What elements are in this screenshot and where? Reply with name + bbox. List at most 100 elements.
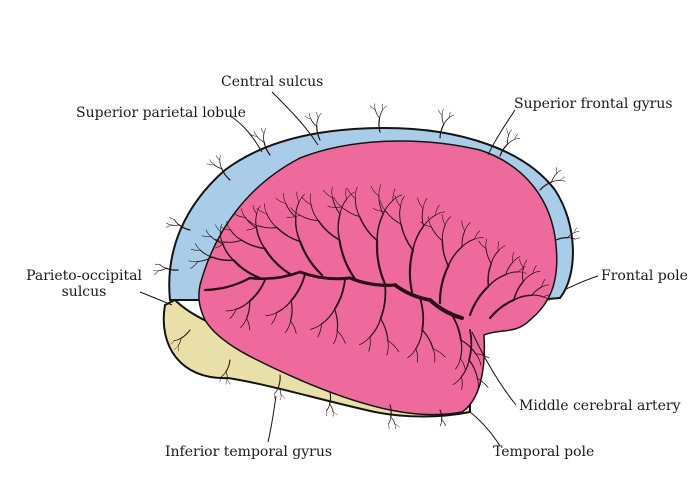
vessel-branch bbox=[460, 359, 470, 378]
vessel-branch bbox=[455, 358, 461, 370]
vessel-branch bbox=[531, 286, 543, 296]
vessel-branch bbox=[201, 235, 212, 238]
vessel-branch bbox=[346, 192, 355, 200]
vessel-branch bbox=[407, 348, 417, 359]
vessel-branch bbox=[190, 248, 201, 251]
label-frontal-pole: Frontal pole bbox=[601, 268, 688, 284]
vessel-branch bbox=[225, 379, 228, 385]
vessel-branch bbox=[551, 173, 557, 183]
label-pointer-lines bbox=[139, 91, 599, 447]
pointer-parieto-occipital-sulcus bbox=[139, 291, 173, 306]
middle-cerebral-artery-trunk bbox=[298, 270, 352, 281]
vessel-branch bbox=[441, 240, 450, 267]
vessel-branch bbox=[522, 273, 534, 283]
vessel-branch bbox=[224, 239, 243, 243]
vessel-branch bbox=[221, 168, 231, 181]
pointer-central-sulcus bbox=[271, 91, 319, 146]
vessel-branch bbox=[432, 348, 436, 363]
vessel-branch bbox=[523, 259, 528, 269]
vessel-branch bbox=[375, 239, 387, 286]
vessel-branch bbox=[567, 237, 576, 240]
label-temporal-pole: Temporal pole bbox=[493, 444, 595, 460]
vessel-branch bbox=[310, 118, 318, 127]
vessel-branch bbox=[215, 155, 221, 161]
vessel-branch bbox=[280, 394, 282, 400]
vessel-branch bbox=[394, 423, 396, 430]
vessel-branch bbox=[400, 195, 405, 207]
label-parieto-occipital-line1: Parieto-occipital bbox=[26, 268, 142, 284]
vessel-branch bbox=[247, 220, 259, 227]
vessel-branch bbox=[459, 339, 463, 360]
vessel-branch bbox=[513, 280, 524, 301]
vessel-branch bbox=[507, 134, 510, 145]
vessel-branch bbox=[165, 224, 172, 228]
vessel-branch bbox=[277, 374, 281, 388]
vessel-branch bbox=[459, 358, 466, 371]
vessel-branch bbox=[441, 224, 446, 242]
vessel-branch bbox=[539, 181, 553, 191]
vessel-branch bbox=[301, 196, 312, 205]
vessel-branch bbox=[477, 378, 489, 388]
vessel-branch bbox=[173, 218, 180, 226]
middle-cerebral-artery-trunk bbox=[203, 276, 252, 292]
vessel-branch bbox=[174, 345, 179, 350]
vessel-branch bbox=[385, 211, 402, 225]
vessel-branch bbox=[435, 204, 440, 216]
vessel-branch bbox=[154, 263, 160, 265]
vessel-branch bbox=[389, 404, 392, 418]
vessel-branch bbox=[280, 394, 286, 399]
vessel-branch bbox=[339, 198, 348, 215]
vessel-branch bbox=[387, 340, 400, 353]
vessel-branch bbox=[153, 270, 159, 272]
vessel-branch bbox=[518, 266, 526, 273]
vessel-branch bbox=[205, 229, 212, 237]
vessel-branch bbox=[232, 259, 262, 280]
vessel-branch bbox=[331, 186, 333, 199]
vessel-branch bbox=[452, 376, 462, 386]
vessel-branch bbox=[567, 232, 575, 239]
vessel-branch bbox=[574, 231, 580, 233]
vessel-branch bbox=[438, 264, 450, 305]
vessel-branch bbox=[388, 416, 392, 425]
vessel-branch bbox=[248, 279, 266, 302]
vessel-branch bbox=[439, 419, 443, 427]
vessel-branch bbox=[219, 376, 222, 382]
vessel-branch bbox=[180, 329, 191, 339]
vessel-branch bbox=[278, 386, 282, 396]
vessel-branch bbox=[286, 214, 301, 218]
vessel-branch bbox=[226, 379, 231, 385]
vessel-branch bbox=[323, 189, 333, 199]
vessel-branch bbox=[177, 337, 182, 347]
vessel-branch bbox=[274, 386, 279, 394]
vessel-branch bbox=[245, 300, 251, 320]
vessel-branch bbox=[235, 300, 251, 310]
vessel-branch bbox=[296, 191, 300, 203]
vessel-branch bbox=[274, 393, 276, 399]
vessel-branch bbox=[329, 391, 332, 405]
vessel-branch bbox=[368, 336, 371, 352]
vessel-branch bbox=[487, 273, 507, 288]
vessel-branch bbox=[220, 226, 231, 231]
vessel-branch bbox=[253, 130, 258, 137]
vessel-branch bbox=[541, 284, 550, 288]
vessel-branch bbox=[512, 256, 521, 263]
vessel-branch bbox=[478, 240, 487, 249]
vessel-branch bbox=[299, 240, 324, 277]
vessel-branch bbox=[475, 353, 482, 366]
vessel-branch bbox=[505, 271, 520, 275]
vessel-branch bbox=[332, 411, 338, 416]
vessel-branch bbox=[487, 262, 492, 288]
label-middle-cerebral-artery: Middle cerebral artery bbox=[519, 398, 681, 414]
vessel-branch bbox=[543, 296, 550, 302]
vessel-branch bbox=[531, 294, 544, 298]
vessel-branch bbox=[441, 109, 444, 116]
vessel-branch bbox=[257, 225, 278, 229]
vessel-branch bbox=[263, 128, 267, 134]
vessel-branch bbox=[474, 237, 484, 240]
vessel-branch bbox=[468, 285, 490, 317]
vessel-branch bbox=[505, 261, 514, 275]
vessel-branch bbox=[159, 264, 167, 269]
vessel-branch bbox=[308, 113, 312, 120]
vessel-branch bbox=[226, 221, 231, 231]
